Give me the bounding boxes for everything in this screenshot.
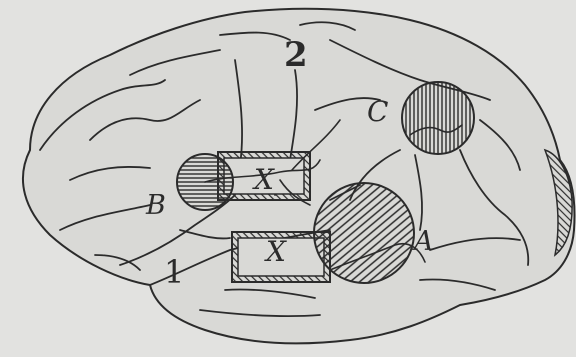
lesion-x-upper-label: X (254, 166, 274, 194)
fissure-2-label: 2 (284, 38, 308, 72)
center-a-label: A (414, 228, 434, 255)
lesion-x-lower-label: X (266, 238, 286, 266)
center-a-circle (314, 183, 414, 283)
fissure-1-label: 1 (164, 256, 184, 288)
center-c-label: C (367, 98, 388, 126)
center-b-label: B (146, 192, 166, 219)
center-c-circle (402, 82, 474, 154)
